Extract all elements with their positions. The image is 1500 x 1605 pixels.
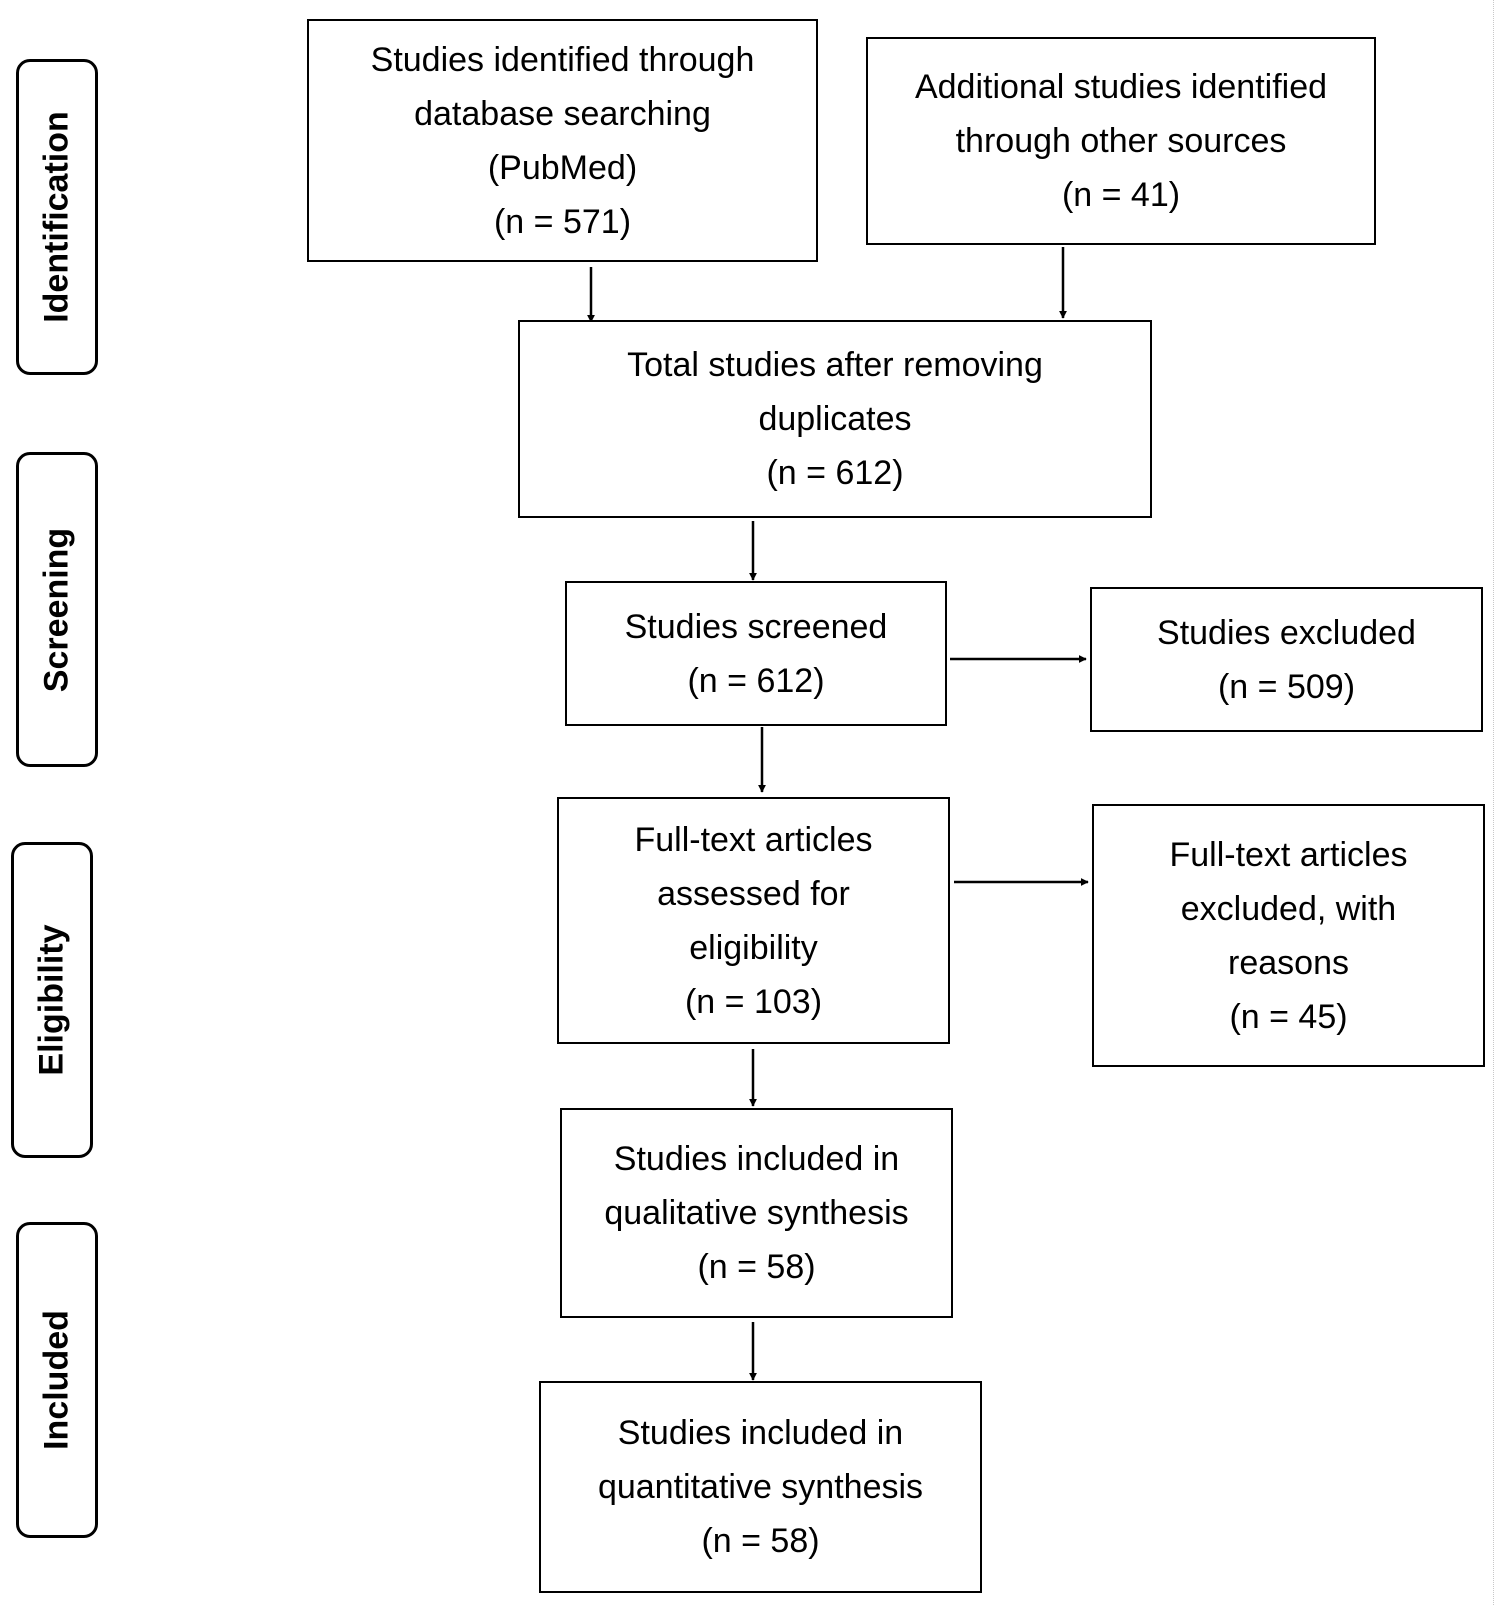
stage-screening: Screening <box>16 452 98 767</box>
other-sources-line-1: Additional studies identified <box>914 68 1328 106</box>
quantitative-line-2: quantitative synthesis <box>597 1468 924 1506</box>
box-database-search: Studies identified through database sear… <box>307 19 818 262</box>
database-search-line-1: Studies identified through <box>370 40 755 79</box>
qualitative-line-2: qualitative synthesis <box>604 1194 909 1232</box>
full-text-excluded-line-2: excluded, with <box>1180 889 1397 928</box>
full-text-assessed-line-3: eligibility <box>689 928 818 967</box>
full-text-excluded-line-1: Full-text articles <box>1169 835 1408 874</box>
screened-count: (n = 612) <box>687 661 825 700</box>
after-duplicates-line-1: Total studies after removing <box>627 346 1043 384</box>
box-full-text-excluded: Full-text articles excluded, with reason… <box>1092 804 1485 1067</box>
box-full-text-assessed: Full-text articles assessed for eligibil… <box>557 797 950 1044</box>
excluded-count: (n = 509) <box>1217 667 1356 706</box>
excluded-line-1: Studies excluded <box>1157 613 1416 652</box>
qualitative-line-1: Studies included in <box>613 1140 900 1178</box>
full-text-excluded-count: (n = 45) <box>1229 997 1348 1036</box>
screened-line-1: Studies screened <box>624 607 888 646</box>
box-excluded: Studies excluded (n = 509) <box>1090 587 1483 732</box>
box-quantitative-synthesis: Studies included in quantitative synthes… <box>539 1381 982 1593</box>
other-sources-line-2: through other sources <box>955 122 1287 160</box>
stage-eligibility: Eligibility <box>11 842 93 1158</box>
full-text-excluded-line-3: reasons <box>1228 943 1349 982</box>
qualitative-count: (n = 58) <box>697 1248 816 1286</box>
full-text-assessed-line-2: assessed for <box>657 874 850 913</box>
database-search-line-3: (PubMed) <box>487 148 638 187</box>
database-search-count: (n = 571) <box>493 202 632 241</box>
quantitative-line-1: Studies included in <box>617 1414 904 1452</box>
database-search-line-2: database searching <box>414 94 711 133</box>
after-duplicates-count: (n = 612) <box>766 454 904 492</box>
stage-included: Included <box>16 1222 98 1538</box>
box-after-duplicates: Total studies after removing duplicates … <box>518 320 1152 518</box>
stage-identification: Identification <box>16 59 98 375</box>
other-sources-count: (n = 41) <box>1061 176 1181 214</box>
box-qualitative-synthesis: Studies included in qualitative synthesi… <box>560 1108 953 1318</box>
page-edge-divider <box>1493 0 1494 1605</box>
after-duplicates-line-2: duplicates <box>758 400 912 438</box>
full-text-assessed-line-1: Full-text articles <box>634 820 873 859</box>
box-other-sources: Additional studies identified through ot… <box>866 37 1376 245</box>
quantitative-count: (n = 58) <box>701 1522 820 1560</box>
full-text-assessed-count: (n = 103) <box>684 982 823 1021</box>
box-screened: Studies screened (n = 612) <box>565 581 947 726</box>
